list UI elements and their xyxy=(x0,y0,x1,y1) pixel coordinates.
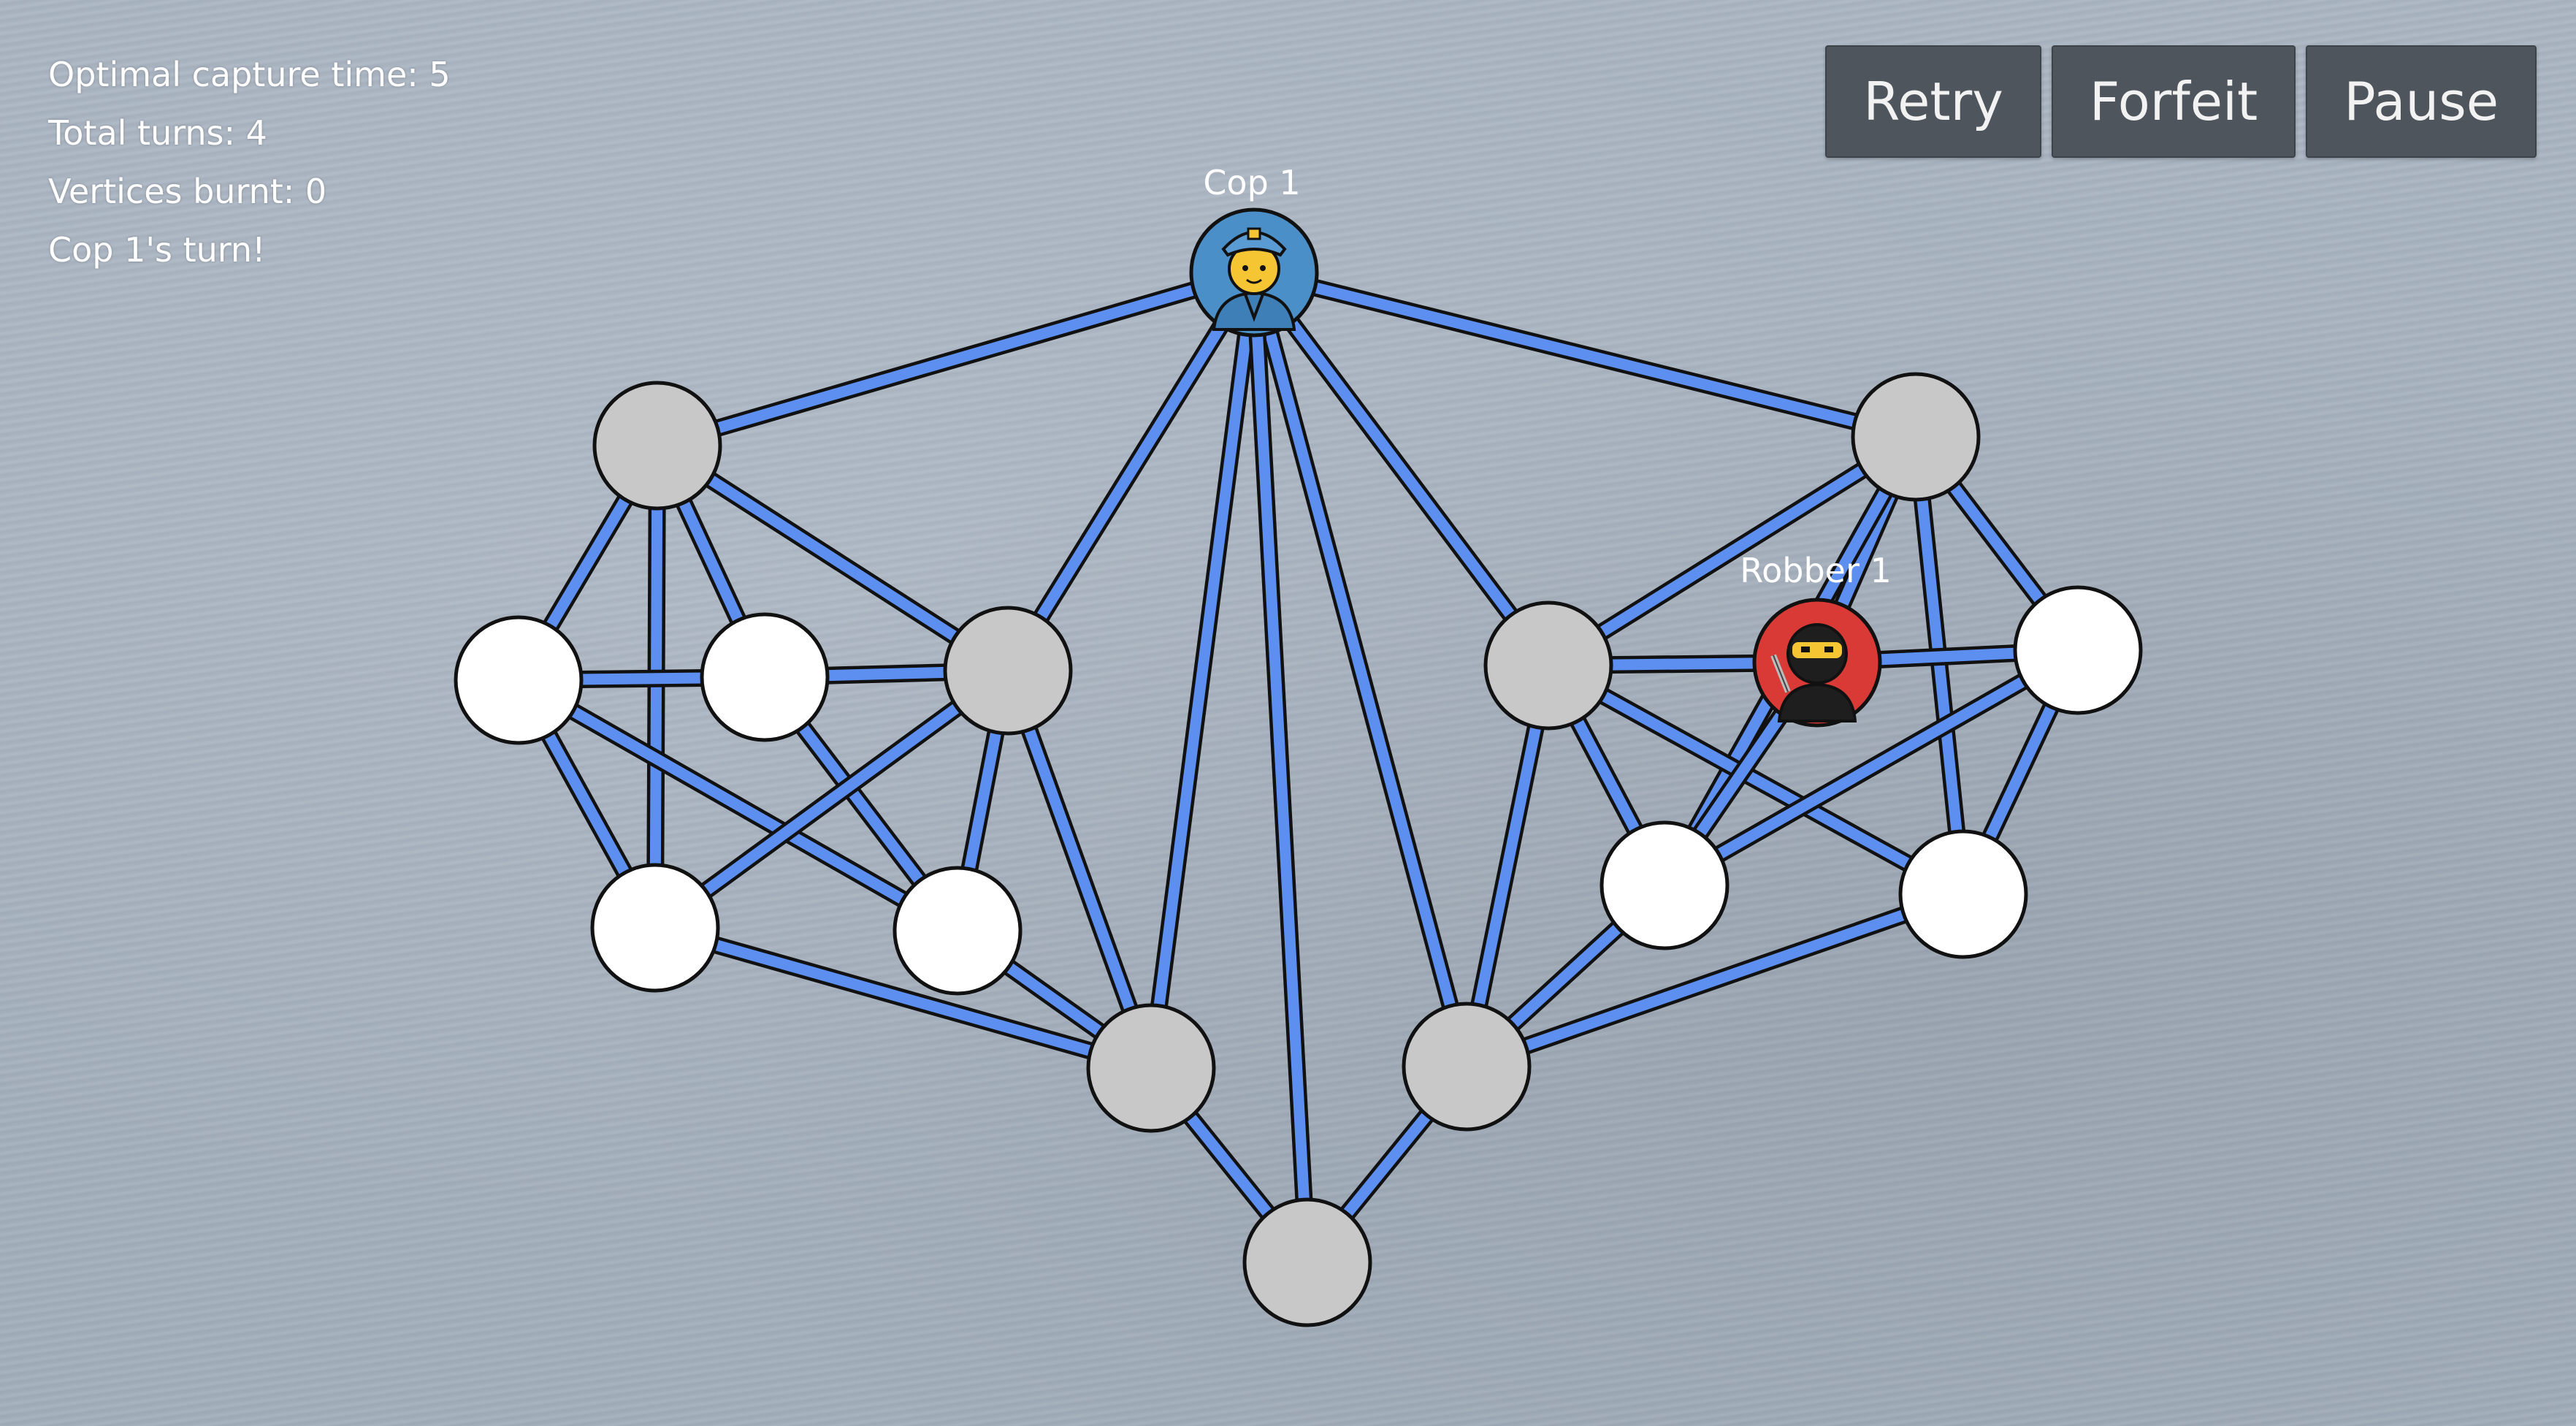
graph-vertex[interactable] xyxy=(1600,820,1730,950)
graph-edge xyxy=(652,919,1154,1077)
graph-edge xyxy=(1000,267,1262,676)
graph-vertex-gray[interactable] xyxy=(1483,600,1613,731)
graph-vertex-gray[interactable] xyxy=(1242,1197,1372,1327)
graph-edge xyxy=(652,438,1013,679)
graph-edge xyxy=(514,672,962,939)
vertices-burnt-text: Vertices burnt: 0 xyxy=(48,172,327,211)
robber-piece[interactable] xyxy=(1752,598,1882,728)
graph-vertex[interactable] xyxy=(454,615,584,745)
forfeit-button[interactable]: Forfeit xyxy=(2051,45,2296,158)
turn-status-text: Cop 1's turn! xyxy=(48,230,266,270)
graph-vertices xyxy=(454,372,2143,1327)
pause-button[interactable]: Pause xyxy=(2306,45,2537,158)
graph-vertex[interactable] xyxy=(700,612,830,742)
graph-edge xyxy=(1544,657,1968,902)
hud-panel: Optimal capture time: 5 Total turns: 4 V… xyxy=(48,45,451,279)
graph-edge xyxy=(1245,272,1316,1263)
graph-edge xyxy=(1252,264,1918,446)
police-officer-icon xyxy=(1212,227,1296,331)
graph-vertex-gray[interactable] xyxy=(1851,372,1981,502)
graph-edge xyxy=(1458,663,1557,1069)
graph-edge xyxy=(1142,271,1263,1070)
graph-edge xyxy=(1247,267,1556,671)
graph-edge xyxy=(1245,270,1475,1070)
total-turns-text: Total turns: 4 xyxy=(48,113,267,153)
graph-vertex-gray[interactable] xyxy=(943,606,1073,736)
graph-vertex[interactable] xyxy=(893,866,1023,996)
robber-label: Robber 1 xyxy=(1740,551,1892,590)
graph-edge xyxy=(1543,429,1921,674)
graph-vertex[interactable] xyxy=(1898,829,2028,959)
optimal-capture-text: Optimal capture time: 5 xyxy=(48,55,451,94)
graph-vertex-gray[interactable] xyxy=(1402,1002,1532,1132)
graph-vertex[interactable] xyxy=(590,863,720,993)
graph-vertex[interactable] xyxy=(2013,585,2143,715)
graph-edge xyxy=(654,264,1257,454)
retry-button[interactable]: Retry xyxy=(1825,45,2041,158)
graph-vertex-gray[interactable] xyxy=(592,381,722,511)
ninja-icon xyxy=(1770,623,1857,722)
graph-vertex-gray[interactable] xyxy=(1086,1003,1216,1133)
cop-label: Cop 1 xyxy=(1203,163,1300,202)
cop-piece[interactable] xyxy=(1189,207,1319,338)
graph-edge xyxy=(1660,642,2082,893)
graph-edges xyxy=(511,264,2086,1268)
button-bar: Retry Forfeit Pause xyxy=(1825,45,2537,158)
graph-edge xyxy=(649,663,1014,935)
graph-edge xyxy=(1464,885,1966,1075)
graph-edge xyxy=(999,667,1160,1072)
